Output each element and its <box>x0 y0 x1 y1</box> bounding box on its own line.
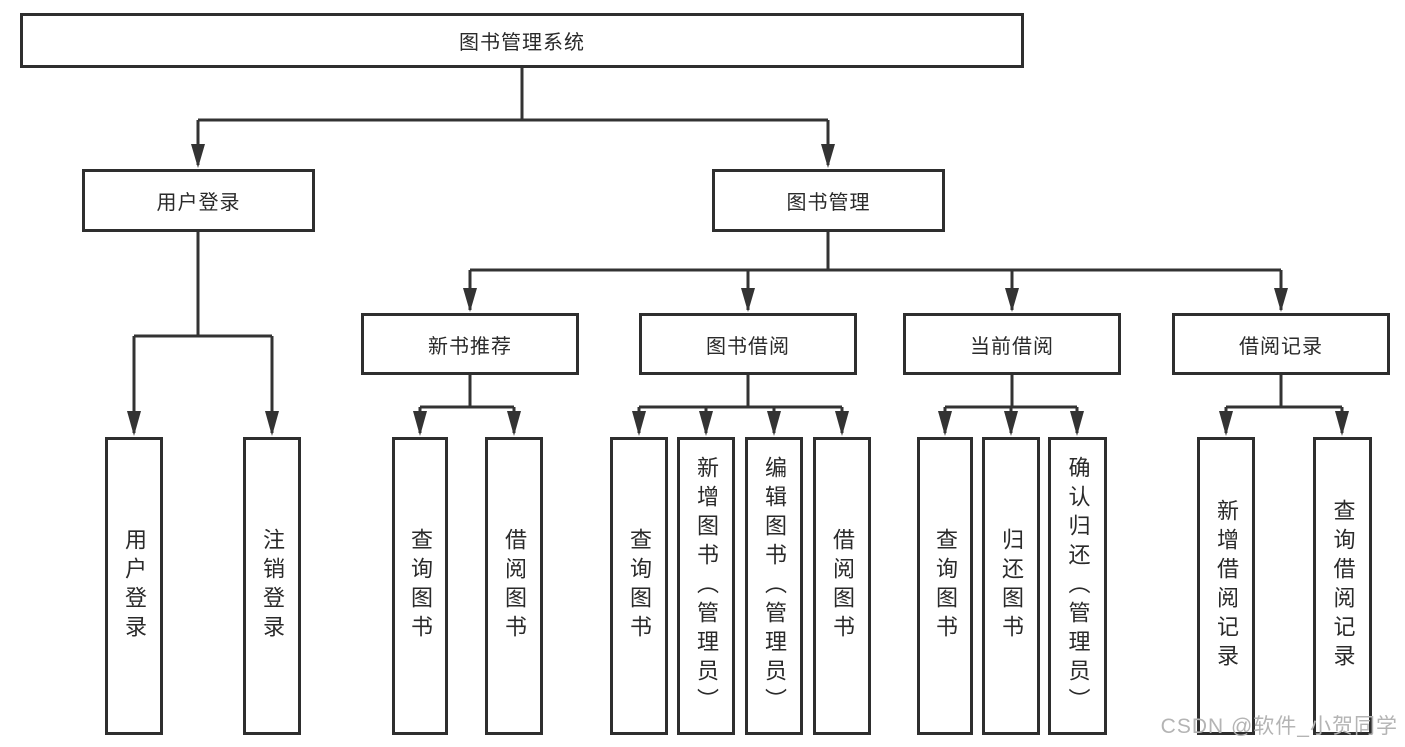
leaf-query-borrow-record: 查询借阅记录 <box>1313 437 1372 735</box>
arrowhead-book-borrowing <box>741 288 755 312</box>
arrowhead-leaf-return-book <box>1004 411 1018 436</box>
node-current-borrowing-label: 当前借阅 <box>970 335 1054 358</box>
arrowhead-leaf-query-books-2 <box>632 411 646 436</box>
node-borrow-records: 借阅记录 <box>1172 313 1390 375</box>
arrowhead-leaf-borrow-books-2 <box>835 411 849 436</box>
leaf-logout-label: 注销登录 <box>260 528 285 644</box>
leaf-return-book-label: 归还图书 <box>999 528 1024 644</box>
leaf-query-borrow-record-label: 查询借阅记录 <box>1330 499 1356 673</box>
arrowhead-leaf-confirm-return <box>1070 411 1084 436</box>
leaf-query-books-2: 查询图书 <box>610 437 668 735</box>
leaf-query-books-3: 查询图书 <box>917 437 973 735</box>
arrowhead-book-management <box>821 144 835 168</box>
node-book-borrowing: 图书借阅 <box>639 313 857 375</box>
arrowhead-borrow-records <box>1274 288 1288 312</box>
node-new-book-recommend-label: 新书推荐 <box>428 335 512 358</box>
leaf-add-book-admin-label: 新增图书（管理员） <box>694 455 719 717</box>
leaf-return-book: 归还图书 <box>982 437 1040 735</box>
node-new-book-recommend: 新书推荐 <box>361 313 579 375</box>
arrowhead-user-login <box>191 144 205 168</box>
arrowhead-new-book-recommend <box>463 288 477 312</box>
leaf-borrow-books-1-label: 借阅图书 <box>502 528 527 644</box>
leaf-edit-book-admin-label: 编辑图书（管理员） <box>762 455 787 717</box>
leaf-borrow-books-2: 借阅图书 <box>813 437 871 735</box>
node-root-library-system: 图书管理系统 <box>20 13 1024 68</box>
node-user-login-label: 用户登录 <box>156 192 241 214</box>
arrowhead-leaf-user-login <box>127 411 141 436</box>
arrowhead-leaf-query-books-1 <box>413 411 427 436</box>
arrowhead-leaf-query-record <box>1335 411 1349 436</box>
leaf-add-borrow-record: 新增借阅记录 <box>1197 437 1255 735</box>
leaf-query-books-3-label: 查询图书 <box>933 528 958 644</box>
node-borrow-records-label: 借阅记录 <box>1239 335 1323 358</box>
node-current-borrowing: 当前借阅 <box>903 313 1121 375</box>
arrowhead-leaf-borrow-books-1 <box>507 411 521 436</box>
arrowhead-leaf-query-books-3 <box>938 411 952 436</box>
node-book-management: 图书管理 <box>712 169 945 232</box>
leaf-borrow-books-2-label: 借阅图书 <box>830 528 855 644</box>
leaf-query-books-1-label: 查询图书 <box>408 528 433 644</box>
leaf-user-login-label: 用户登录 <box>122 528 147 644</box>
arrowhead-leaf-add-record <box>1219 411 1233 436</box>
arrowhead-leaf-logout <box>265 411 279 436</box>
leaf-add-borrow-record-label: 新增借阅记录 <box>1214 499 1239 673</box>
leaf-logout: 注销登录 <box>243 437 301 735</box>
leaf-edit-book-admin: 编辑图书（管理员） <box>745 437 803 735</box>
arrowhead-current-borrowing <box>1005 288 1019 312</box>
node-book-borrowing-label: 图书借阅 <box>706 335 790 358</box>
arrowhead-leaf-add-book <box>699 411 713 436</box>
node-root-label: 图书管理系统 <box>459 32 585 54</box>
arrowhead-leaf-edit-book <box>767 411 781 436</box>
csdn-watermark: CSDN @软件_小贺同学 <box>1160 715 1398 738</box>
leaf-query-books-1: 查询图书 <box>392 437 448 735</box>
leaf-query-books-2-label: 查询图书 <box>627 528 652 644</box>
leaf-borrow-books-1: 借阅图书 <box>485 437 543 735</box>
leaf-confirm-return-admin: 确认归还（管理员） <box>1048 437 1107 735</box>
leaf-user-login: 用户登录 <box>105 437 163 735</box>
node-user-login: 用户登录 <box>82 169 315 232</box>
leaf-confirm-return-admin-label: 确认归还（管理员） <box>1065 455 1091 717</box>
leaf-add-book-admin: 新增图书（管理员） <box>677 437 735 735</box>
node-book-management-label: 图书管理 <box>786 192 871 214</box>
